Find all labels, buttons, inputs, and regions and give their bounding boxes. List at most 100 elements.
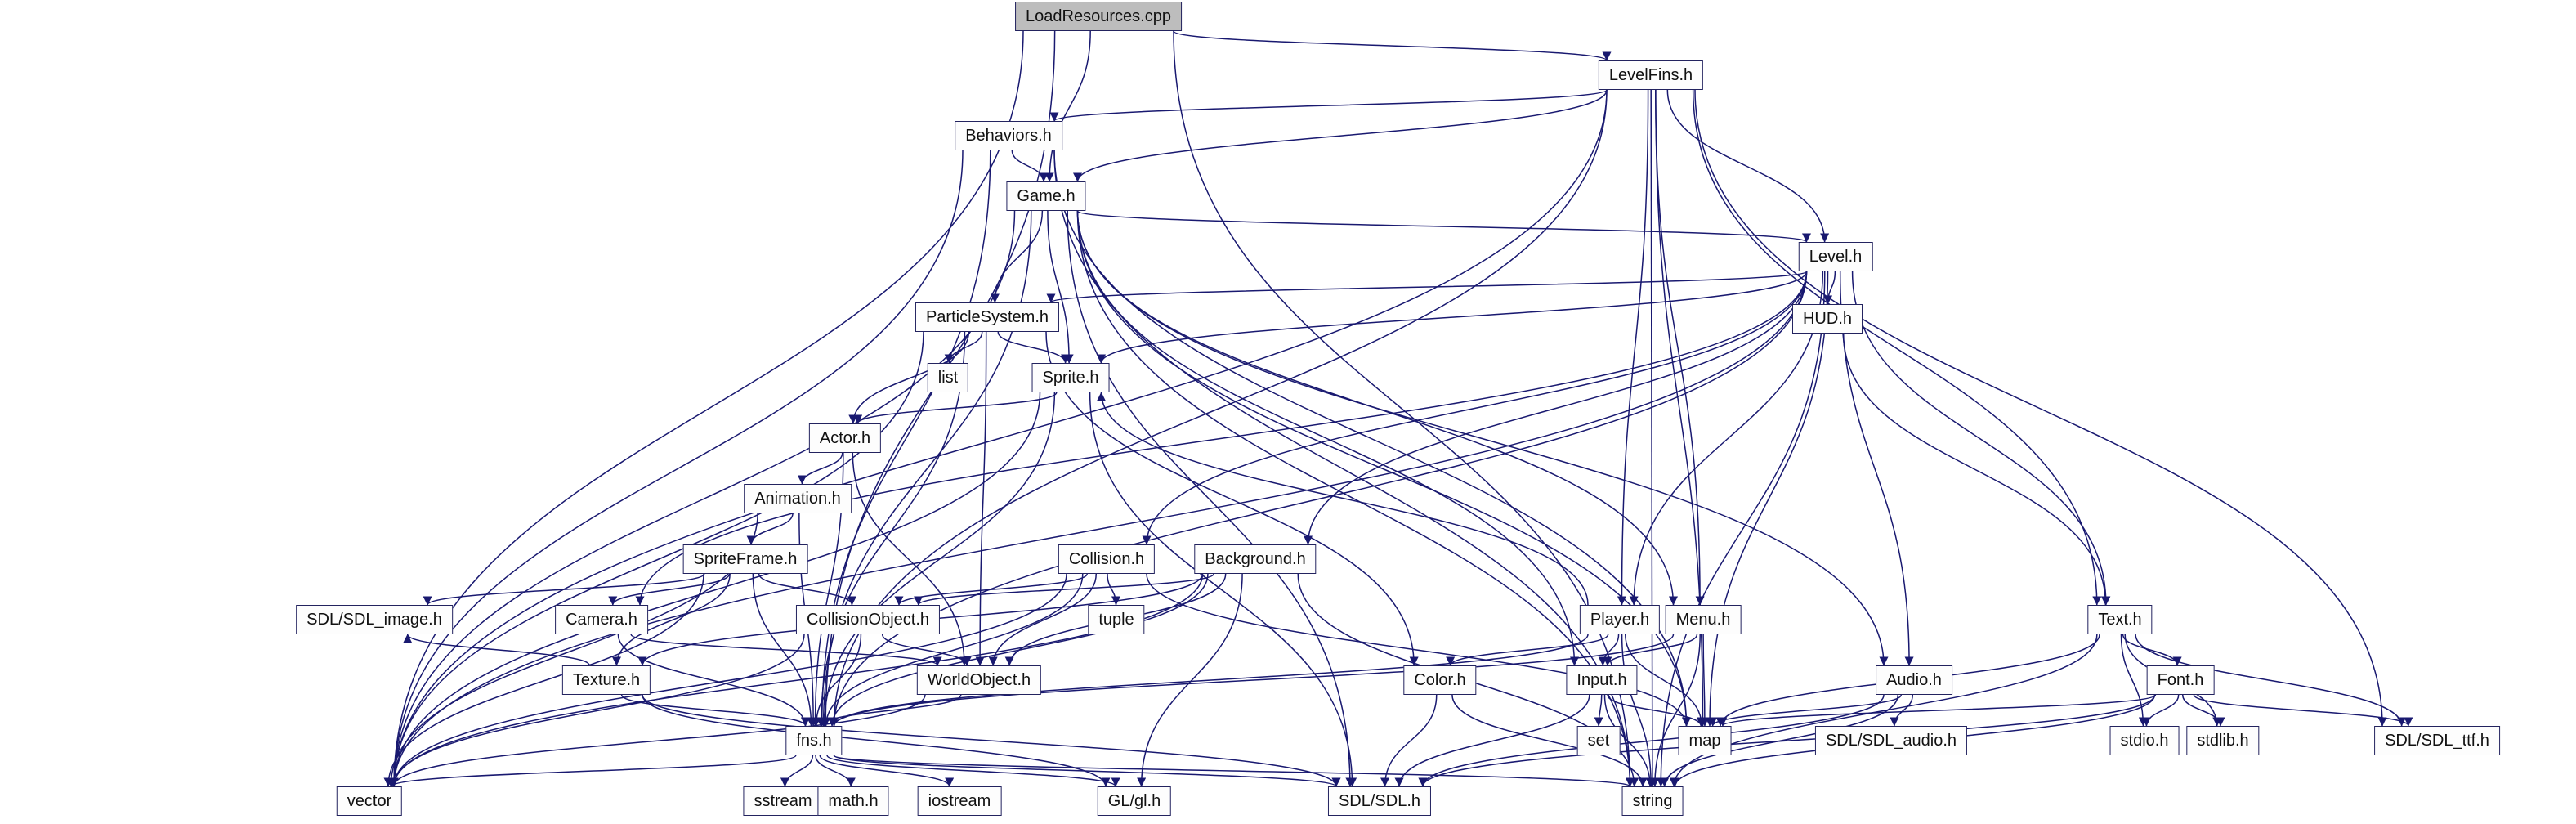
graph-edge (1607, 694, 1706, 727)
graph-edge (1049, 89, 1608, 122)
graph-edge (1418, 694, 2156, 787)
graph-edge (1146, 573, 1691, 727)
graph-node-particlesystem-h[interactable]: ParticleSystem.h (915, 302, 1060, 332)
graph-edge (758, 573, 856, 606)
graph-node-sdl-sdl-h[interactable]: SDL/SDL.h (1327, 786, 1432, 816)
graph-edge (617, 634, 810, 727)
graph-node-level-h[interactable]: Level.h (1798, 242, 1873, 271)
graph-node-tuple[interactable]: tuple (1088, 605, 1145, 634)
graph-node-worldobject-h[interactable]: WorldObject.h (916, 665, 1042, 695)
graph-node-camera-h[interactable]: Camera.h (555, 605, 648, 634)
graph-edge (830, 89, 1608, 727)
graph-edge (819, 755, 955, 787)
graph-node-audio-h[interactable]: Audio.h (1876, 665, 1952, 695)
graph-edge (997, 331, 1071, 364)
graph-node-iostream[interactable]: iostream (917, 786, 1002, 816)
graph-node-sdl-sdl-ttf-h[interactable]: SDL/SDL_ttf.h (2374, 726, 2500, 755)
graph-node-collisionobject-h[interactable]: CollisionObject.h (795, 605, 941, 634)
graph-node-actor-h[interactable]: Actor.h (808, 423, 882, 453)
graph-edge (389, 573, 1204, 787)
graph-edge (1073, 89, 1608, 182)
graph-edge (642, 694, 1341, 787)
graph-edge (1067, 210, 1355, 787)
graph-node-input-h[interactable]: Input.h (1566, 665, 1638, 695)
graph-edge (812, 634, 862, 727)
graph-node-behaviors-h[interactable]: Behaviors.h (955, 121, 1062, 150)
graph-node-menu-h[interactable]: Menu.h (1665, 605, 1742, 634)
graph-edge (816, 331, 966, 727)
graph-node-sdl-sdl-audio-h[interactable]: SDL/SDL_audio.h (1814, 726, 1968, 755)
graph-edge (635, 271, 1808, 606)
graph-node-sstream[interactable]: sstream (743, 786, 823, 816)
graph-node-set[interactable]: set (1576, 726, 1621, 755)
graph-edge (1107, 573, 1121, 606)
graph-edge (1692, 89, 2102, 606)
graph-edge (389, 331, 924, 787)
graph-edge (1718, 694, 2157, 727)
graph-edge (1708, 694, 1902, 727)
graph-node-hud-h[interactable]: HUD.h (1791, 304, 1863, 334)
graph-edge (830, 271, 1808, 727)
graph-edge (815, 755, 856, 787)
graph-edge (1669, 634, 2098, 787)
graph-edge (389, 150, 964, 787)
graph-edge (1700, 634, 1710, 727)
graph-edge (853, 392, 1058, 424)
graph-node-background-h[interactable]: Background.h (1194, 544, 1317, 574)
graph-node-spriteframe-h[interactable]: SpriteFrame.h (682, 544, 808, 574)
graph-node-gl-gl-h[interactable]: GL/gl.h (1097, 786, 1172, 816)
graph-edge (1842, 333, 2110, 606)
graph-edge (1011, 150, 1049, 182)
graph-edge (1823, 271, 1836, 305)
graph-edge (383, 573, 704, 787)
graph-edge (389, 271, 1808, 787)
graph-node-color-h[interactable]: Color.h (1403, 665, 1477, 695)
graph-edge (1047, 210, 1074, 364)
graph-edge (975, 331, 987, 666)
graph-node-vector[interactable]: vector (336, 786, 403, 816)
graph-edge (1097, 392, 1589, 606)
graph-edge (389, 30, 1024, 787)
graph-edge (1666, 89, 1830, 243)
graph-node-levelfins-h[interactable]: LevelFins.h (1598, 60, 1704, 90)
graph-node-texture-h[interactable]: Texture.h (561, 665, 651, 695)
graph-edge (1076, 210, 1889, 666)
graph-edge (1097, 271, 1808, 364)
graph-node-string[interactable]: string (1621, 786, 1684, 816)
graph-edge (1603, 694, 1655, 787)
graph-edge (389, 573, 1067, 787)
graph-edge (1380, 694, 1438, 787)
graph-node-animation-h[interactable]: Animation.h (744, 484, 852, 513)
graph-node-player-h[interactable]: Player.h (1579, 605, 1661, 634)
graph-edge (387, 755, 797, 787)
graph-edge (2141, 694, 2180, 727)
graph-edge (1446, 634, 1609, 666)
graph-edge (1617, 89, 1649, 606)
graph-edge (389, 392, 1041, 787)
graph-edge (1603, 634, 1698, 666)
graph-node-list[interactable]: list (927, 363, 969, 392)
graph-node-sdl-sdl-image-h[interactable]: SDL/SDL_image.h (296, 605, 453, 634)
graph-edge (1137, 573, 1243, 787)
graph-node-text-h[interactable]: Text.h (2087, 605, 2153, 634)
graph-edge (389, 210, 1016, 787)
graph-edge (1621, 634, 1656, 787)
graph-node-fns-h[interactable]: fns.h (785, 726, 843, 755)
graph-node-loadresources-cpp[interactable]: LoadResources.cpp (1015, 2, 1182, 31)
graph-edge (852, 452, 969, 666)
graph-edge (620, 694, 811, 727)
graph-edge (1173, 30, 1612, 61)
graph-edge (1304, 271, 1808, 545)
graph-node-stdio-h[interactable]: stdio.h (2109, 726, 2180, 755)
graph-node-sprite-h[interactable]: Sprite.h (1031, 363, 1110, 392)
graph-edge (2122, 634, 2182, 666)
graph-node-math-h[interactable]: math.h (817, 786, 889, 816)
graph-edge (2135, 634, 2407, 727)
graph-node-font-h[interactable]: Font.h (2146, 665, 2215, 695)
graph-node-stdlib-h[interactable]: stdlib.h (2186, 726, 2260, 755)
graph-node-game-h[interactable]: Game.h (1006, 181, 1086, 211)
graph-edge (611, 573, 731, 666)
graph-node-map[interactable]: map (1678, 726, 1732, 755)
graph-edge (988, 573, 1098, 666)
graph-node-collision-h[interactable]: Collision.h (1058, 544, 1156, 574)
